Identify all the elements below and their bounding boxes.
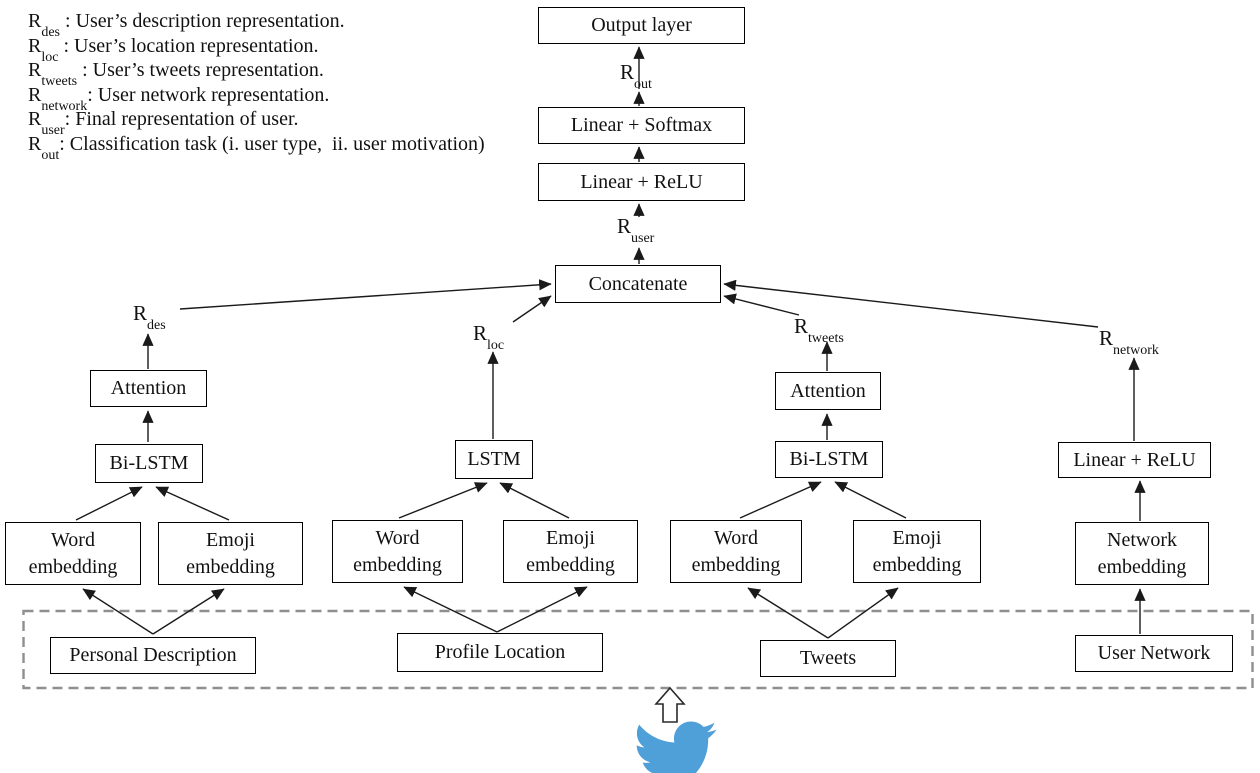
label-r-user: Ruser — [617, 214, 655, 247]
node-network-embedding: Network embedding — [1075, 522, 1209, 585]
label-r-network: Rnetwork — [1099, 326, 1159, 359]
node-linear-relu-top: Linear + ReLU — [538, 163, 745, 201]
legend-item: Rloc : User’s location representation. — [28, 34, 319, 65]
label-r-des: Rdes — [133, 301, 166, 334]
node-personal-description: Personal Description — [50, 637, 256, 674]
node-word-embedding-description: Word embedding — [5, 522, 141, 585]
node-user-network: User Network — [1075, 635, 1233, 672]
input-group-dashed-box — [22, 609, 1254, 690]
node-output-layer: Output layer — [538, 7, 745, 44]
node-bilstm-description: Bi-LSTM — [95, 444, 203, 483]
node-emoji-embedding-location: Emoji embedding — [503, 520, 638, 583]
node-bilstm-tweets: Bi-LSTM — [775, 441, 883, 478]
legend-item: Ruser: Final representation of user. — [28, 108, 299, 138]
legend-item: Rdes : User’s description representation… — [28, 10, 345, 40]
node-attention-description: Attention — [90, 370, 207, 407]
label-r-loc: Rloc — [473, 321, 505, 354]
legend: Rdes : User’s description representation… — [28, 10, 485, 163]
node-word-embedding-location: Word embedding — [332, 520, 463, 583]
legend-item: Rtweets : User’s tweets representation. — [28, 59, 324, 89]
hollow-up-arrow-icon — [654, 686, 686, 723]
node-concatenate: Concatenate — [555, 265, 721, 303]
label-r-tweets: Rtweets — [794, 314, 844, 347]
flow-arrows — [75, 46, 1146, 639]
twitter-bird-path — [636, 721, 717, 773]
node-emoji-embedding-description: Emoji embedding — [158, 522, 303, 585]
legend-item: Rout: Classification task (i. user type,… — [28, 132, 485, 163]
node-tweets: Tweets — [760, 640, 896, 677]
node-attention-tweets: Attention — [775, 372, 881, 410]
twitter-bird-icon — [636, 721, 717, 773]
node-linear-softmax: Linear + Softmax — [538, 107, 745, 144]
label-r-out: Rout — [620, 60, 652, 93]
node-linear-relu-network: Linear + ReLU — [1058, 442, 1211, 478]
node-word-embedding-tweets: Word embedding — [670, 520, 802, 583]
node-emoji-embedding-tweets: Emoji embedding — [853, 520, 981, 583]
node-lstm-location: LSTM — [455, 440, 533, 479]
node-profile-location: Profile Location — [397, 633, 603, 672]
legend-item: Rnetwork: User network representation. — [28, 83, 330, 114]
